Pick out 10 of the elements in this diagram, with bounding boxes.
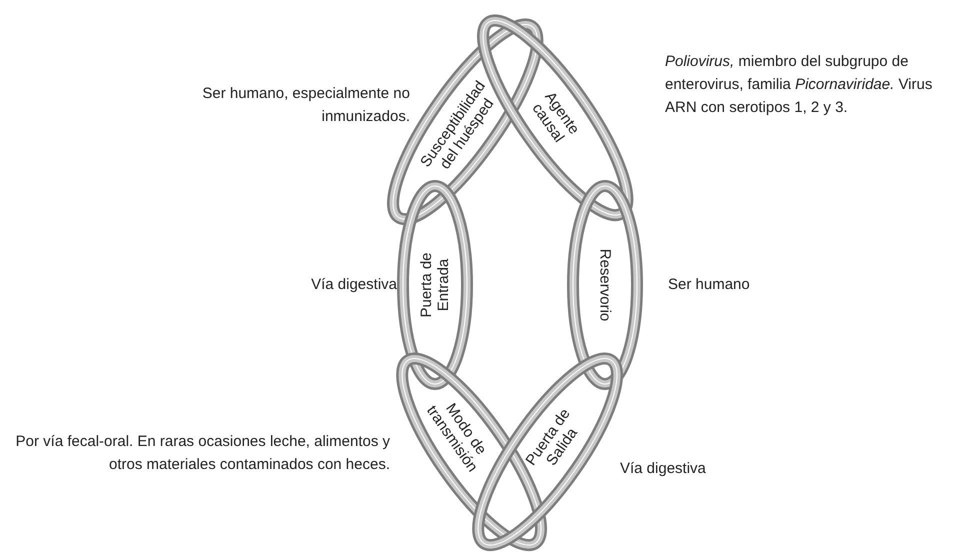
description-text: Ser humano — [668, 275, 751, 295]
description-text: Por vía fecal-oral. En raras ocasiones leche, alimentos y otros materiales contaminados con heces. — [14, 432, 390, 475]
chain-link — [567, 180, 643, 390]
description-text: Ser humano, especialmente no inmunizados. — [201, 84, 410, 127]
description-text: Poliovirus, miembro del subgrupo de enterovirus, familia Picornaviridae. Virus ARN con serotipos 1, 2 y 3. — [665, 52, 934, 118]
description-text: Vía digestiva — [310, 275, 397, 295]
link-label: Reservorio — [596, 248, 614, 324]
description-text: Vía digestiva — [620, 459, 707, 479]
link-label: Puerta de Entrada — [418, 251, 452, 320]
chain-link — [397, 180, 473, 390]
